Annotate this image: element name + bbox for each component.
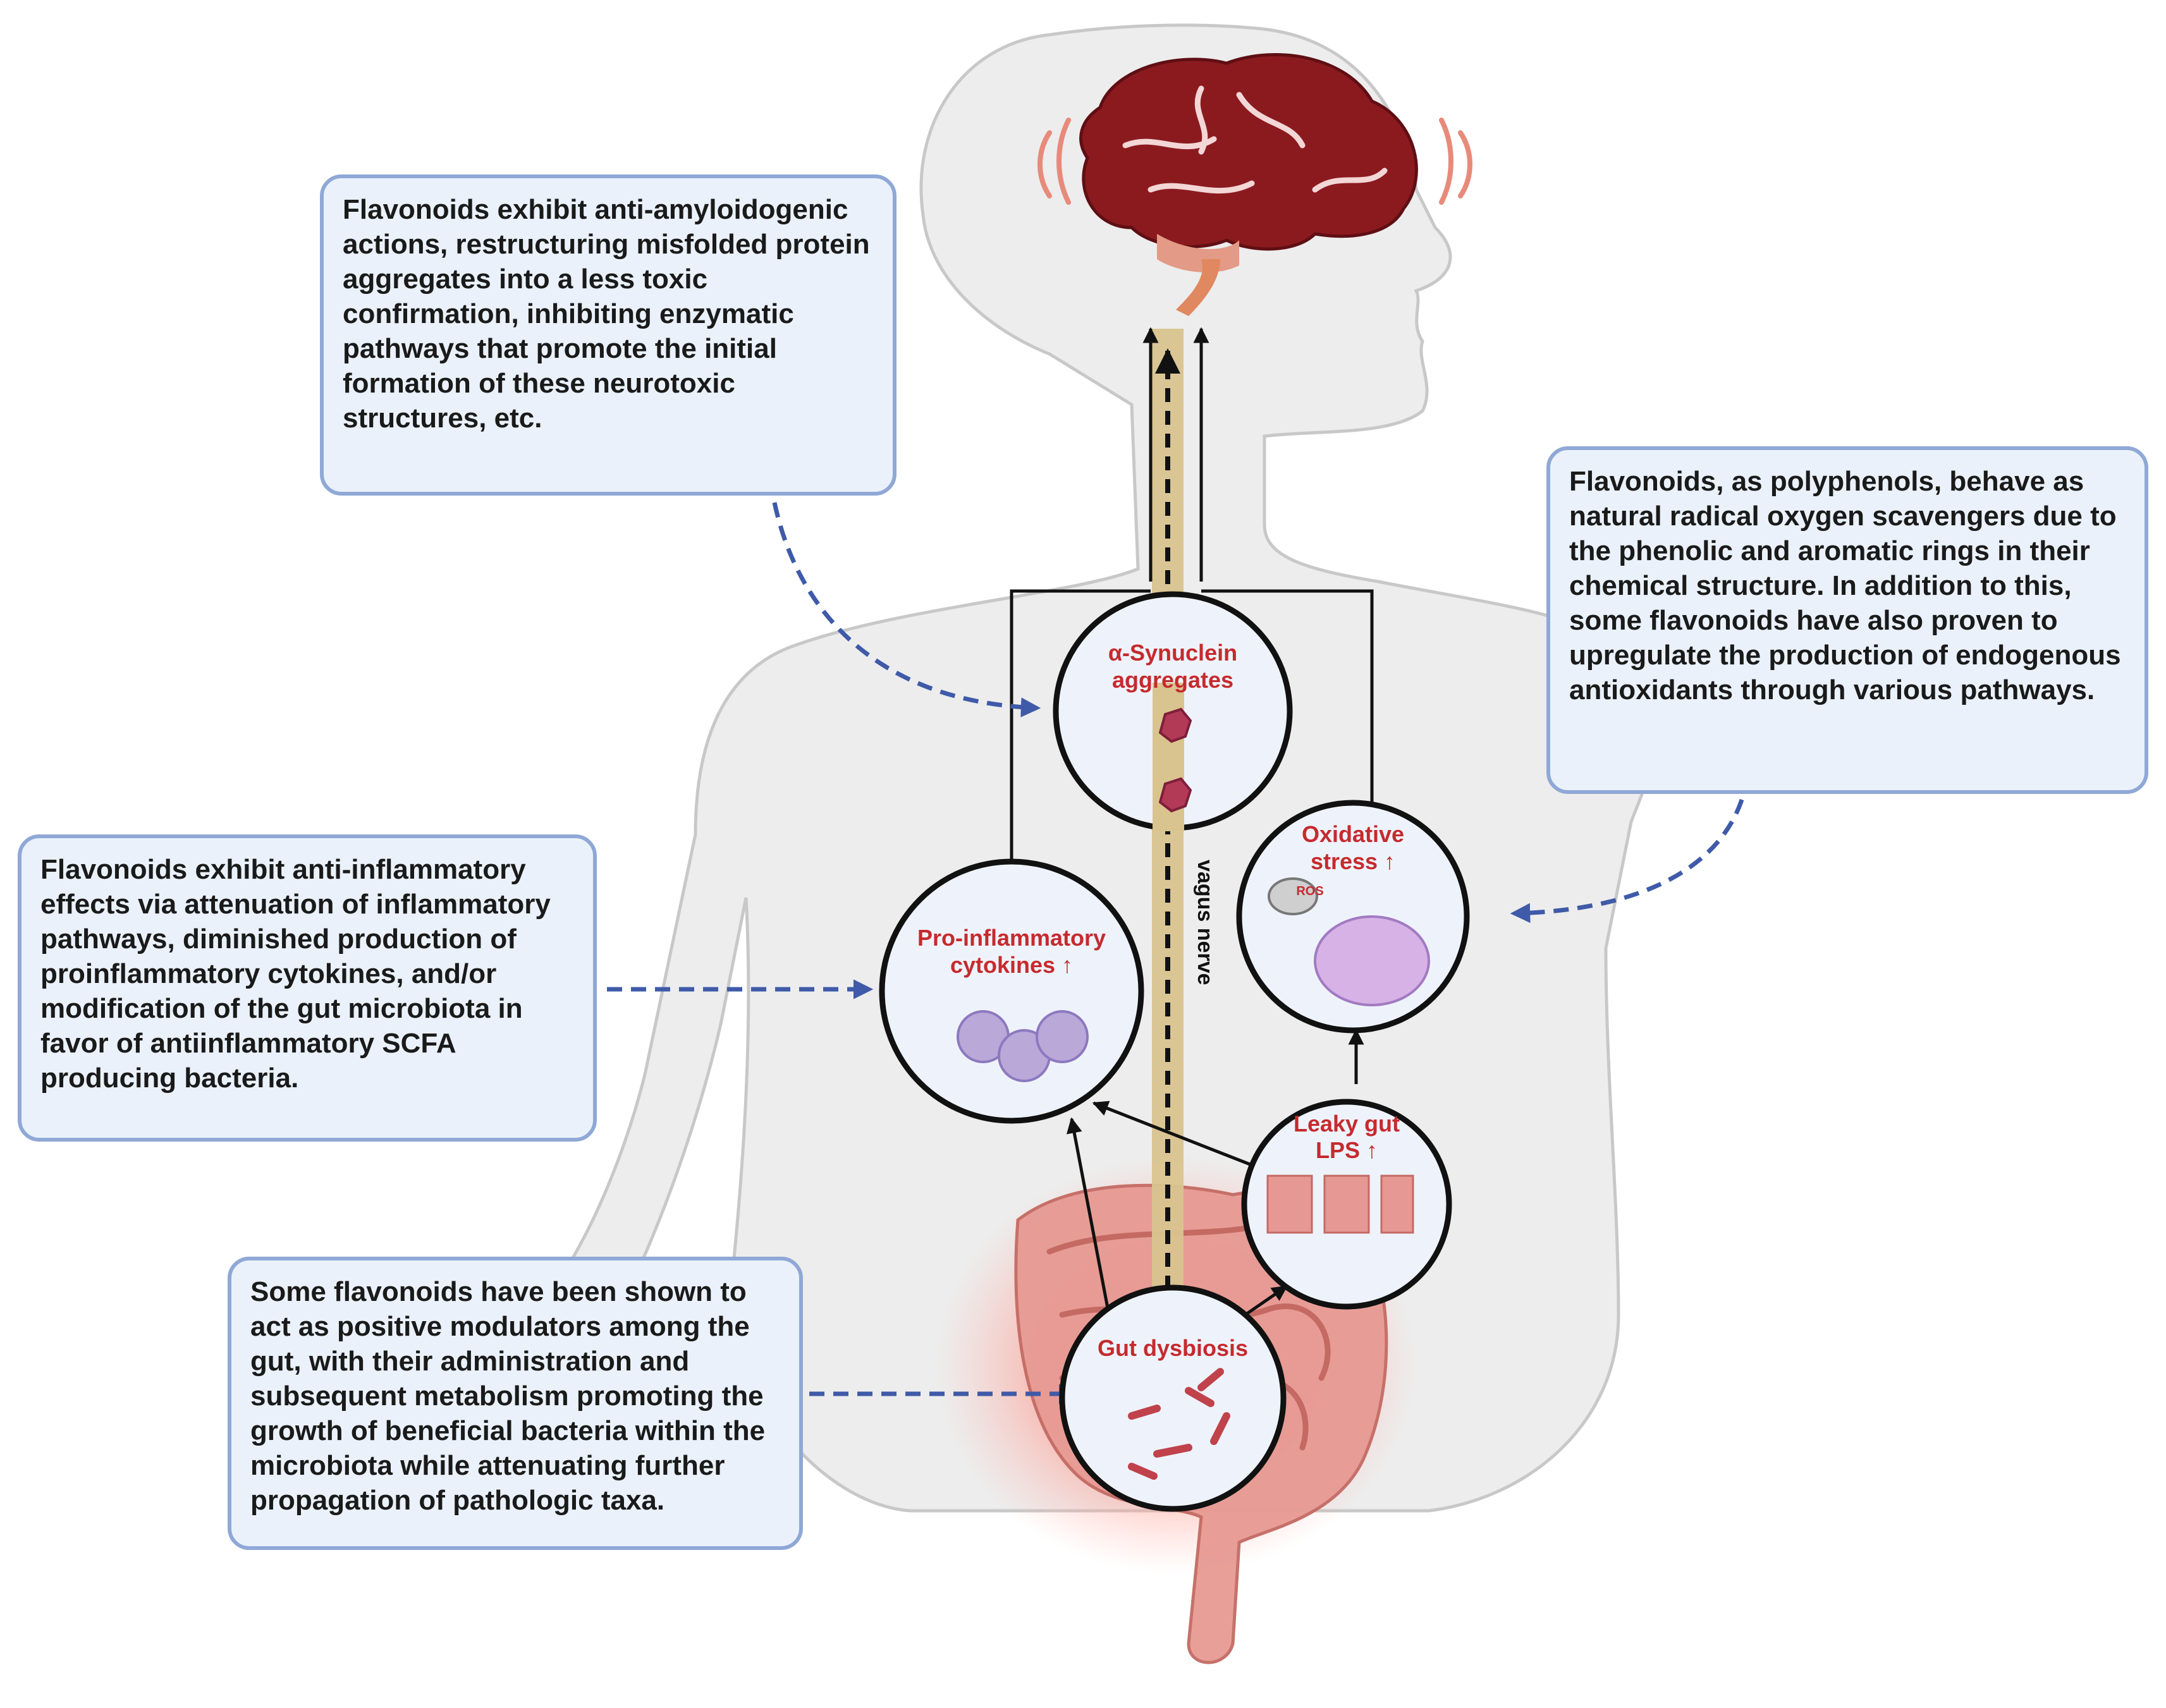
circle-gut-dysbiosis: Gut dysbiosis: [1059, 1284, 1287, 1512]
synuclein-label-line1: α-Synuclein: [1108, 640, 1237, 666]
leaky-gut-label-line2: LPS ↑: [1316, 1137, 1378, 1163]
note-anti-inflammatory: Flavonoids exhibit anti-inflammatory eff…: [18, 834, 597, 1142]
note-antioxidant-text: Flavonoids, as polyphenols, behave as na…: [1569, 466, 2121, 705]
note-anti-amyloid: Flavonoids exhibit anti-amyloidogenic ac…: [320, 174, 896, 496]
mito-ros-label: ROS: [1296, 884, 1323, 898]
leaky-gut-label-line1: Leaky gut: [1294, 1111, 1400, 1137]
circle-leaky-gut: Leaky gut LPS ↑: [1241, 1099, 1452, 1310]
note-anti-amyloid-text: Flavonoids exhibit anti-amyloidogenic ac…: [343, 194, 870, 434]
note-gut-modulators: Some flavonoids have been shown to act a…: [228, 1257, 803, 1550]
circle-cytokines: Pro-inflammatory cytokines ↑: [879, 858, 1144, 1124]
note-antioxidant: Flavonoids, as polyphenols, behave as na…: [1546, 446, 2148, 794]
pathway-arrows: [1010, 327, 1374, 1323]
circle-synuclein: α-Synuclein aggregates: [1053, 591, 1293, 831]
note-anti-inflammatory-text: Flavonoids exhibit anti-inflammatory eff…: [40, 854, 551, 1094]
oxidative-label-line1: Oxidative: [1302, 821, 1404, 847]
dashed-note-arrows: [607, 502, 1744, 1404]
cytokines-label-line1: Pro-inflammatory: [917, 925, 1106, 951]
synuclein-label-line2: aggregates: [1112, 667, 1233, 693]
cytokines-label-line2: cytokines ↑: [950, 952, 1073, 978]
oxidative-label-line2: stress ↑: [1311, 848, 1395, 874]
dysbiosis-label: Gut dysbiosis: [1098, 1335, 1248, 1361]
vagus-nerve-label: vagus nerve: [1193, 860, 1217, 985]
brain-illustration: [1037, 53, 1472, 316]
note-gut-modulators-text: Some flavonoids have been shown to act a…: [250, 1276, 766, 1516]
circle-oxidative-stress: ROS Oxidative stress ↑: [1236, 800, 1470, 1034]
